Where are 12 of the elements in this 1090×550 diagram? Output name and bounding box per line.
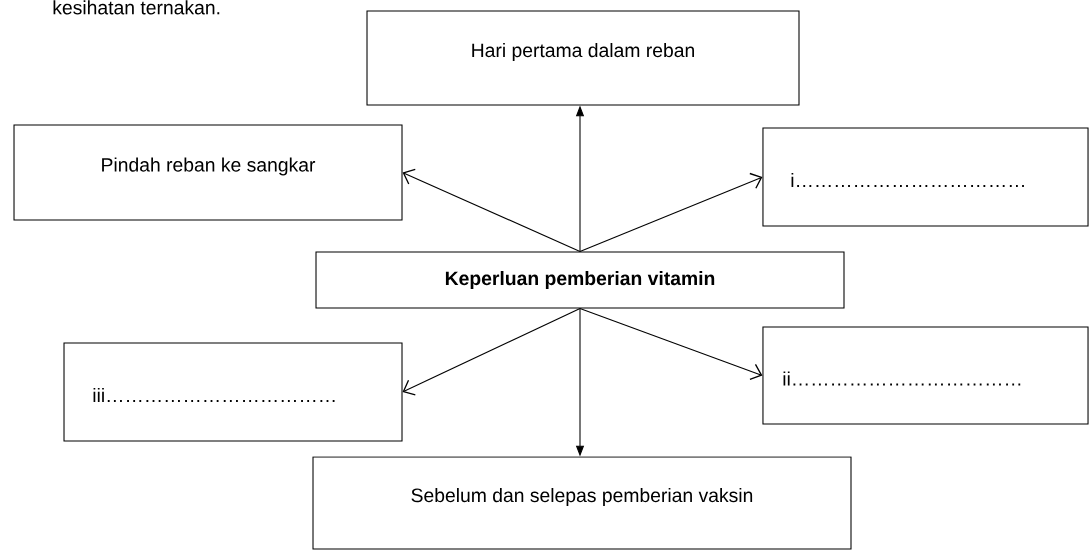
arrow: [402, 308, 581, 396]
arrow: [402, 168, 581, 252]
text-box: Keperluan pemberian vitamin: [315, 251, 845, 309]
answer-box: i………………………………: [762, 127, 1089, 227]
arrow: [579, 308, 763, 381]
instruction-text: kesihatan ternakan.: [53, 0, 220, 15]
text-box: Pindah reban ke sangkar: [13, 124, 403, 221]
text-box: Hari pertama dalam reban: [366, 10, 800, 106]
text-box: Sebelum dan selepas pemberian vaksin: [312, 456, 852, 550]
answer-box: iii………………………………: [63, 342, 403, 442]
answer-box: ii………………………………: [762, 326, 1089, 425]
arrow: [579, 172, 763, 252]
